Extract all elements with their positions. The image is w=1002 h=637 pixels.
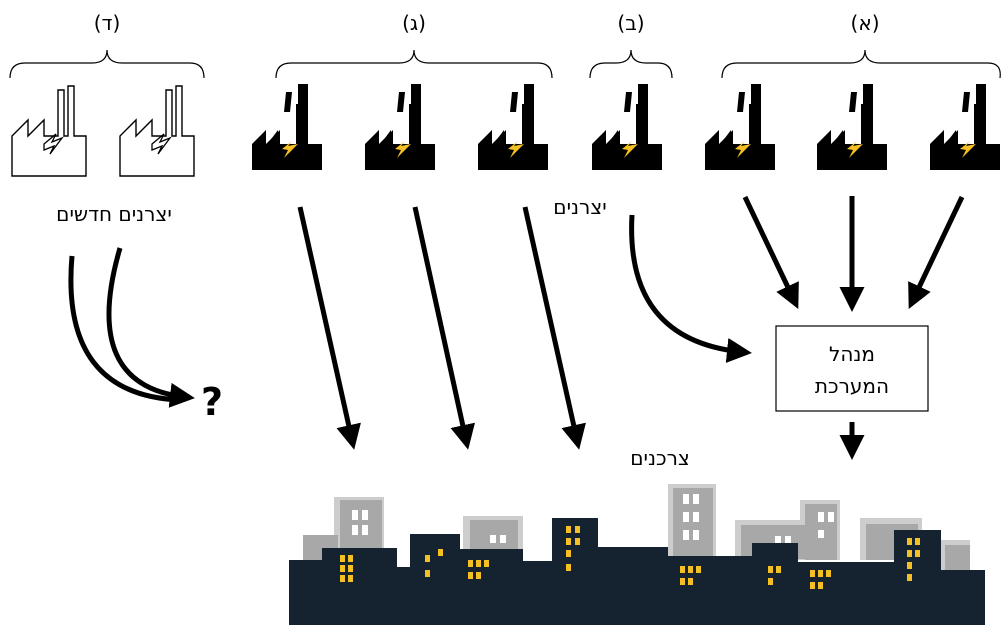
factory-bolt-icon <box>705 84 775 170</box>
group-label-a: (א) <box>851 11 880 35</box>
producers-label: יצרנים <box>553 195 606 219</box>
brace-group-a <box>721 49 1001 79</box>
system-operator-line2: המערכת <box>815 374 889 398</box>
city-skyline-icon <box>289 484 985 625</box>
factory-bolt-icon <box>592 84 662 170</box>
question-mark: ? <box>201 380 223 424</box>
arrow-g1-to-consumers <box>297 206 361 450</box>
group-label-b: (ב) <box>617 11 644 35</box>
group-label-g: (ג) <box>402 11 426 35</box>
factory-bolt-icon <box>478 84 548 170</box>
brace-group-b <box>589 49 673 79</box>
arrow-d2-to-unknown <box>106 247 195 408</box>
system-operator-line1: מנהל <box>829 342 875 366</box>
arrow-d1-to-unknown <box>68 255 181 403</box>
factory-bolt-icon <box>817 84 887 170</box>
arrow-g3-to-consumers <box>522 206 586 450</box>
arrow-a1-to-operator <box>742 195 799 310</box>
factory-bolt-icon <box>365 84 435 170</box>
group-label-d: (ד) <box>94 11 121 35</box>
consumers-label: צרכנים <box>630 446 689 470</box>
arrow-g2-to-consumers <box>412 206 476 450</box>
factory-outline-icon <box>11 85 87 177</box>
arrow-a3-to-operator <box>908 195 965 310</box>
arrow-b-to-operator <box>629 214 752 363</box>
brace-group-g <box>275 49 553 79</box>
factory-bolt-icon <box>252 84 322 170</box>
factory-outline-icon <box>119 85 195 177</box>
brace-group-d <box>9 49 205 79</box>
new-producers-label: יצרנים חדשים <box>56 202 172 226</box>
system-operator-box <box>775 325 929 412</box>
factory-bolt-icon <box>930 84 1000 170</box>
